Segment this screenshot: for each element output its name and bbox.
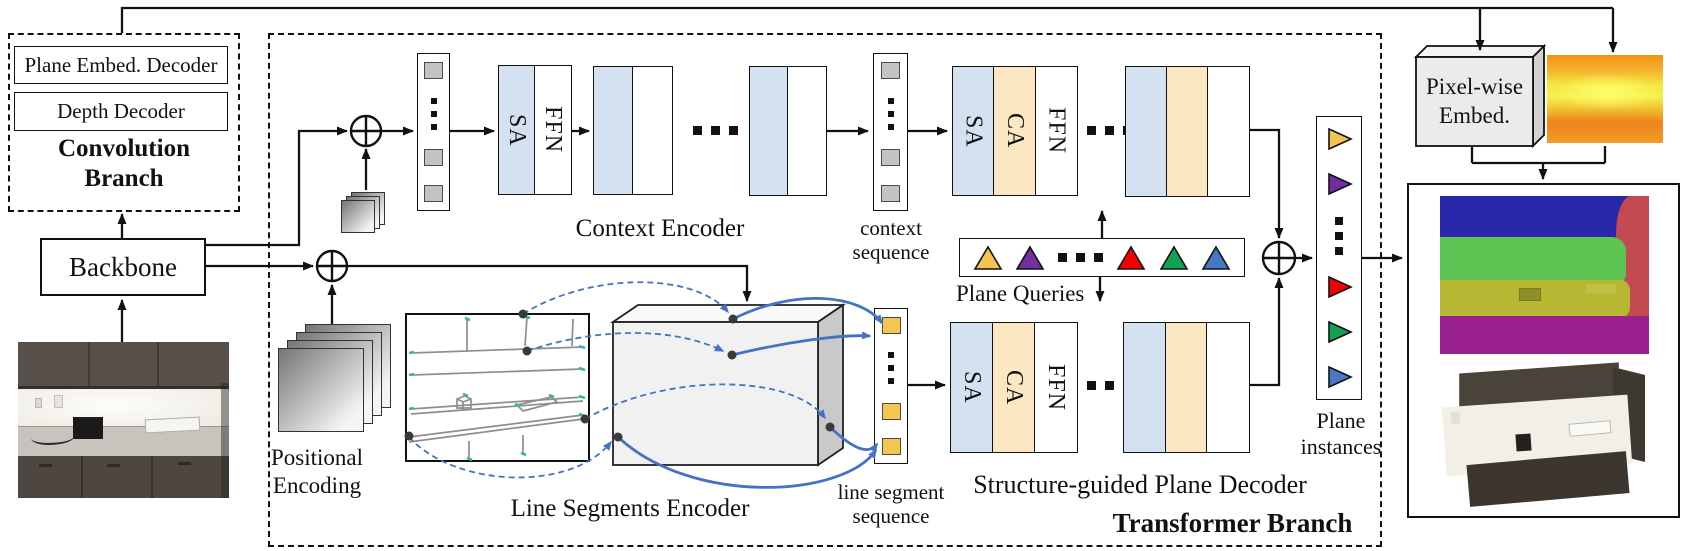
- depth-decoder-label: Depth Decoder: [57, 99, 185, 123]
- encoder-block-plain: [749, 66, 827, 196]
- photo-switch: [53, 395, 63, 409]
- query-triangle-red: [1116, 244, 1146, 270]
- sa-label: SA: [503, 113, 530, 147]
- ffn-label: FFN: [1042, 363, 1069, 412]
- plane-queries-box: [959, 238, 1245, 277]
- sa-label: SA: [958, 371, 985, 404]
- instance-triangle-yellow: [1327, 127, 1353, 151]
- convolution-branch-title: Convolution Branch: [58, 135, 190, 192]
- photo-lower-cabinets: [18, 455, 229, 498]
- decoder-block-plain: [1125, 66, 1250, 197]
- positional-encoding-mini-stack: [341, 192, 389, 233]
- feature-token-column: [417, 53, 450, 211]
- token-square: [424, 62, 443, 79]
- decoder-block-sa-ca-ffn: SA CA FFN: [950, 322, 1078, 453]
- query-triangle-purple: [1016, 244, 1045, 270]
- plane-embed-decoder-box: Plane Embed. Decoder: [14, 46, 228, 84]
- backbone-label: Backbone: [69, 251, 177, 282]
- line-segment-sequence-label: line segment sequence: [837, 480, 945, 529]
- plane-segmentation-image: [1440, 196, 1649, 354]
- encoder-block-plain: [593, 66, 673, 195]
- token-square: [424, 185, 443, 202]
- transformer-branch-box: [268, 33, 1382, 547]
- line-segments-image: [405, 313, 590, 462]
- photo-cable: [30, 429, 75, 446]
- plane-queries-label: Plane Queries: [956, 281, 1085, 306]
- line-segment-sequence-column: [874, 308, 908, 464]
- backbone-box: Backbone: [40, 238, 206, 296]
- instance-triangle-purple: [1327, 172, 1353, 196]
- mesh-reconstruction-image: [1438, 362, 1649, 512]
- decoder-block-sa-ca-ffn: SA CA FFN: [952, 66, 1078, 196]
- instance-triangle-red: [1327, 276, 1353, 299]
- query-triangle-yellow: [973, 244, 1003, 270]
- ffn-label: FFN: [1043, 107, 1070, 155]
- photo-upper-cabinets: [18, 342, 229, 389]
- line-segments-encoder-label: Line Segments Encoder: [510, 495, 750, 522]
- token-square-yellow: [881, 437, 901, 455]
- decoder-block-plain: [1123, 322, 1250, 453]
- positional-encoding-label: Positional Encoding: [270, 445, 363, 499]
- depth-map-image: [1547, 55, 1663, 143]
- ca-label: CA: [1001, 113, 1028, 149]
- vertical-ellipsis-icon: [887, 98, 894, 130]
- plane-embed-decoder-label: Plane Embed. Decoder: [24, 52, 218, 77]
- encoder-ellipsis-icon: [693, 126, 738, 135]
- convolution-branch-box: [8, 33, 240, 212]
- instances-ellipsis-icon: [1335, 216, 1343, 255]
- encoder-block-sa-ffn: SA FFN: [498, 65, 572, 195]
- context-sequence-label: context sequence: [852, 216, 930, 265]
- vertical-ellipsis-icon: [430, 98, 437, 130]
- token-square: [424, 149, 443, 166]
- instance-triangle-blue: [1327, 365, 1353, 389]
- queries-ellipsis-icon: [1058, 253, 1104, 262]
- structure-decoder-label: Structure-guided Plane Decoder: [973, 470, 1307, 499]
- token-square-yellow: [881, 317, 901, 334]
- positional-encoding-stack: [278, 324, 391, 432]
- ca-label: CA: [1000, 369, 1027, 406]
- ffn-label: FFN: [540, 106, 567, 154]
- instance-triangle-green: [1327, 320, 1353, 344]
- photo-outlet: [34, 398, 42, 409]
- context-sequence-column: [873, 53, 908, 211]
- input-photo: [18, 342, 229, 498]
- query-triangle-blue: [1201, 244, 1231, 270]
- plane-instances-column: [1316, 116, 1362, 400]
- sa-label: SA: [960, 114, 987, 148]
- result-box: [1407, 183, 1680, 518]
- context-encoder-label: Context Encoder: [575, 215, 745, 242]
- query-triangle-green: [1159, 244, 1188, 270]
- transformer-branch-title: Transformer Branch: [1112, 508, 1353, 538]
- token-square-yellow: [881, 402, 901, 420]
- plane-instances-label: Plane instances: [1300, 408, 1382, 460]
- vertical-ellipsis-icon: [888, 352, 894, 385]
- photo-adapter: [72, 416, 103, 439]
- pixel-wise-embed-label: Pixel-wise Embed.: [1425, 73, 1524, 128]
- depth-decoder-box: Depth Decoder: [14, 92, 228, 131]
